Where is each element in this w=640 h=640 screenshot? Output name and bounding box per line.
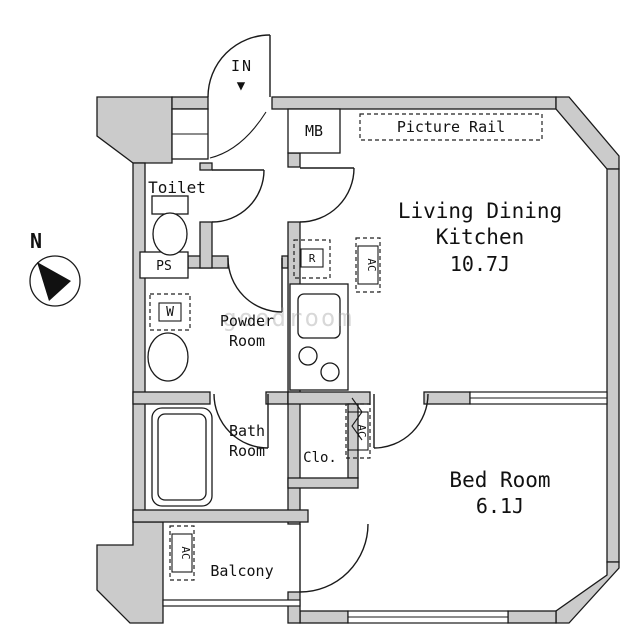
entrance-door-arc: [207, 34, 271, 98]
ac-label-box-bedroom: [347, 411, 369, 451]
ac-space-bedroom: [345, 403, 371, 459]
toilet-bowl: [152, 212, 188, 256]
wall-toilet-right-top: [199, 162, 213, 171]
washing-machine-space: [149, 293, 191, 331]
wall-spine-lower: [287, 591, 301, 624]
bath-room-label-line1: Bath: [229, 422, 265, 440]
stove-burner-1: [298, 346, 318, 366]
walls: [96, 96, 620, 624]
wall-bedroom-bottom-left: [299, 610, 349, 624]
kitchen-sink: [297, 293, 341, 339]
ldk-door-arc: [299, 167, 355, 223]
washing-machine-label-box: [158, 302, 182, 322]
bathtub-inner: [157, 413, 207, 501]
washbasin: [147, 332, 189, 382]
wall-bottom-right-chamfer: [555, 561, 620, 624]
refrigerator-label-box: [300, 248, 324, 268]
ac-label-kitchen: AC: [365, 258, 378, 271]
powder-room-label-line2: Room: [229, 332, 265, 350]
bedroom-door-arc: [373, 393, 429, 449]
ldk-label-line2: Kitchen: [436, 225, 525, 249]
wall-ldk-bedroom-divider-left: [287, 391, 371, 405]
wall-hall-powder-divider-right: [281, 255, 289, 269]
wall-top-right-chamfer: [555, 96, 620, 170]
ldk-label-line1: Living Dining: [398, 199, 562, 223]
wall-left: [132, 162, 146, 523]
wall-top-left-segment: [171, 96, 209, 110]
compass: [29, 255, 81, 307]
ac-label-bedroom: AC: [355, 424, 368, 437]
wall-bottom-left-chunk: [96, 521, 164, 624]
bath-room-label-line2: Room: [229, 442, 265, 460]
wall-ldk-bedroom-divider-mid: [423, 391, 471, 405]
doors: [207, 34, 429, 593]
wall-bath-balcony-divider: [132, 509, 309, 523]
bedroom-size-label: 6.1J: [476, 494, 524, 518]
toilet-door-arc: [211, 169, 265, 223]
fixtures: [139, 108, 543, 581]
north-label: N: [30, 229, 42, 253]
meter-box-label: MB: [305, 122, 323, 140]
wall-top-left-chunk: [96, 96, 173, 164]
wall-closet-right: [347, 403, 359, 479]
ac-space-kitchen: [355, 237, 381, 293]
wall-bedroom-bottom-right: [507, 610, 557, 624]
picture-rail-box: [359, 113, 543, 141]
refrigerator-space: [293, 239, 331, 279]
refrigerator-label: R: [309, 252, 316, 265]
wall-closet-bottom: [287, 477, 359, 489]
genkan-step-line: [209, 111, 267, 159]
washing-machine-label: W: [166, 305, 174, 320]
wall-bath-powder-divider-left: [132, 391, 211, 405]
ac-label-box-balcony: [171, 533, 193, 573]
toilet-tank: [151, 195, 189, 215]
ac-label-box-kitchen: [357, 245, 379, 285]
ac-space-balcony: [169, 525, 195, 581]
wall-spine-upper: [287, 152, 301, 168]
toilet-label: Toilet: [148, 178, 206, 197]
stove-burner-2: [320, 362, 340, 382]
picture-rail-label: Picture Rail: [397, 118, 505, 136]
closet-door-zigzag: [351, 397, 363, 441]
watermark: goodroom: [222, 304, 354, 332]
windows: [162, 391, 608, 624]
mb-box: [287, 108, 341, 154]
ldk-size-label: 10.7J: [450, 252, 510, 276]
closet-label: Clo.: [303, 450, 337, 466]
pipe-space-label: PS: [156, 259, 172, 274]
balcony-railing: [162, 599, 301, 607]
balcony-door-arc: [299, 523, 369, 593]
wall-toilet-right-bottom: [199, 221, 213, 269]
wall-top-main: [271, 96, 557, 110]
powder-room-label-line1: Powder: [220, 312, 274, 330]
bath-door-arc: [213, 393, 269, 449]
entrance-label: IN: [231, 57, 253, 75]
wall-bath-powder-divider-right: [265, 391, 289, 405]
bedroom-label: Bed Room: [449, 468, 550, 492]
powder-room-door-arc: [227, 257, 283, 313]
ac-label-balcony: AC: [179, 546, 192, 559]
north-needle: [37, 262, 71, 301]
balcony-label: Balcony: [210, 562, 273, 580]
entrance-arrow-icon: ▼: [237, 78, 246, 94]
wall-right: [606, 168, 620, 563]
